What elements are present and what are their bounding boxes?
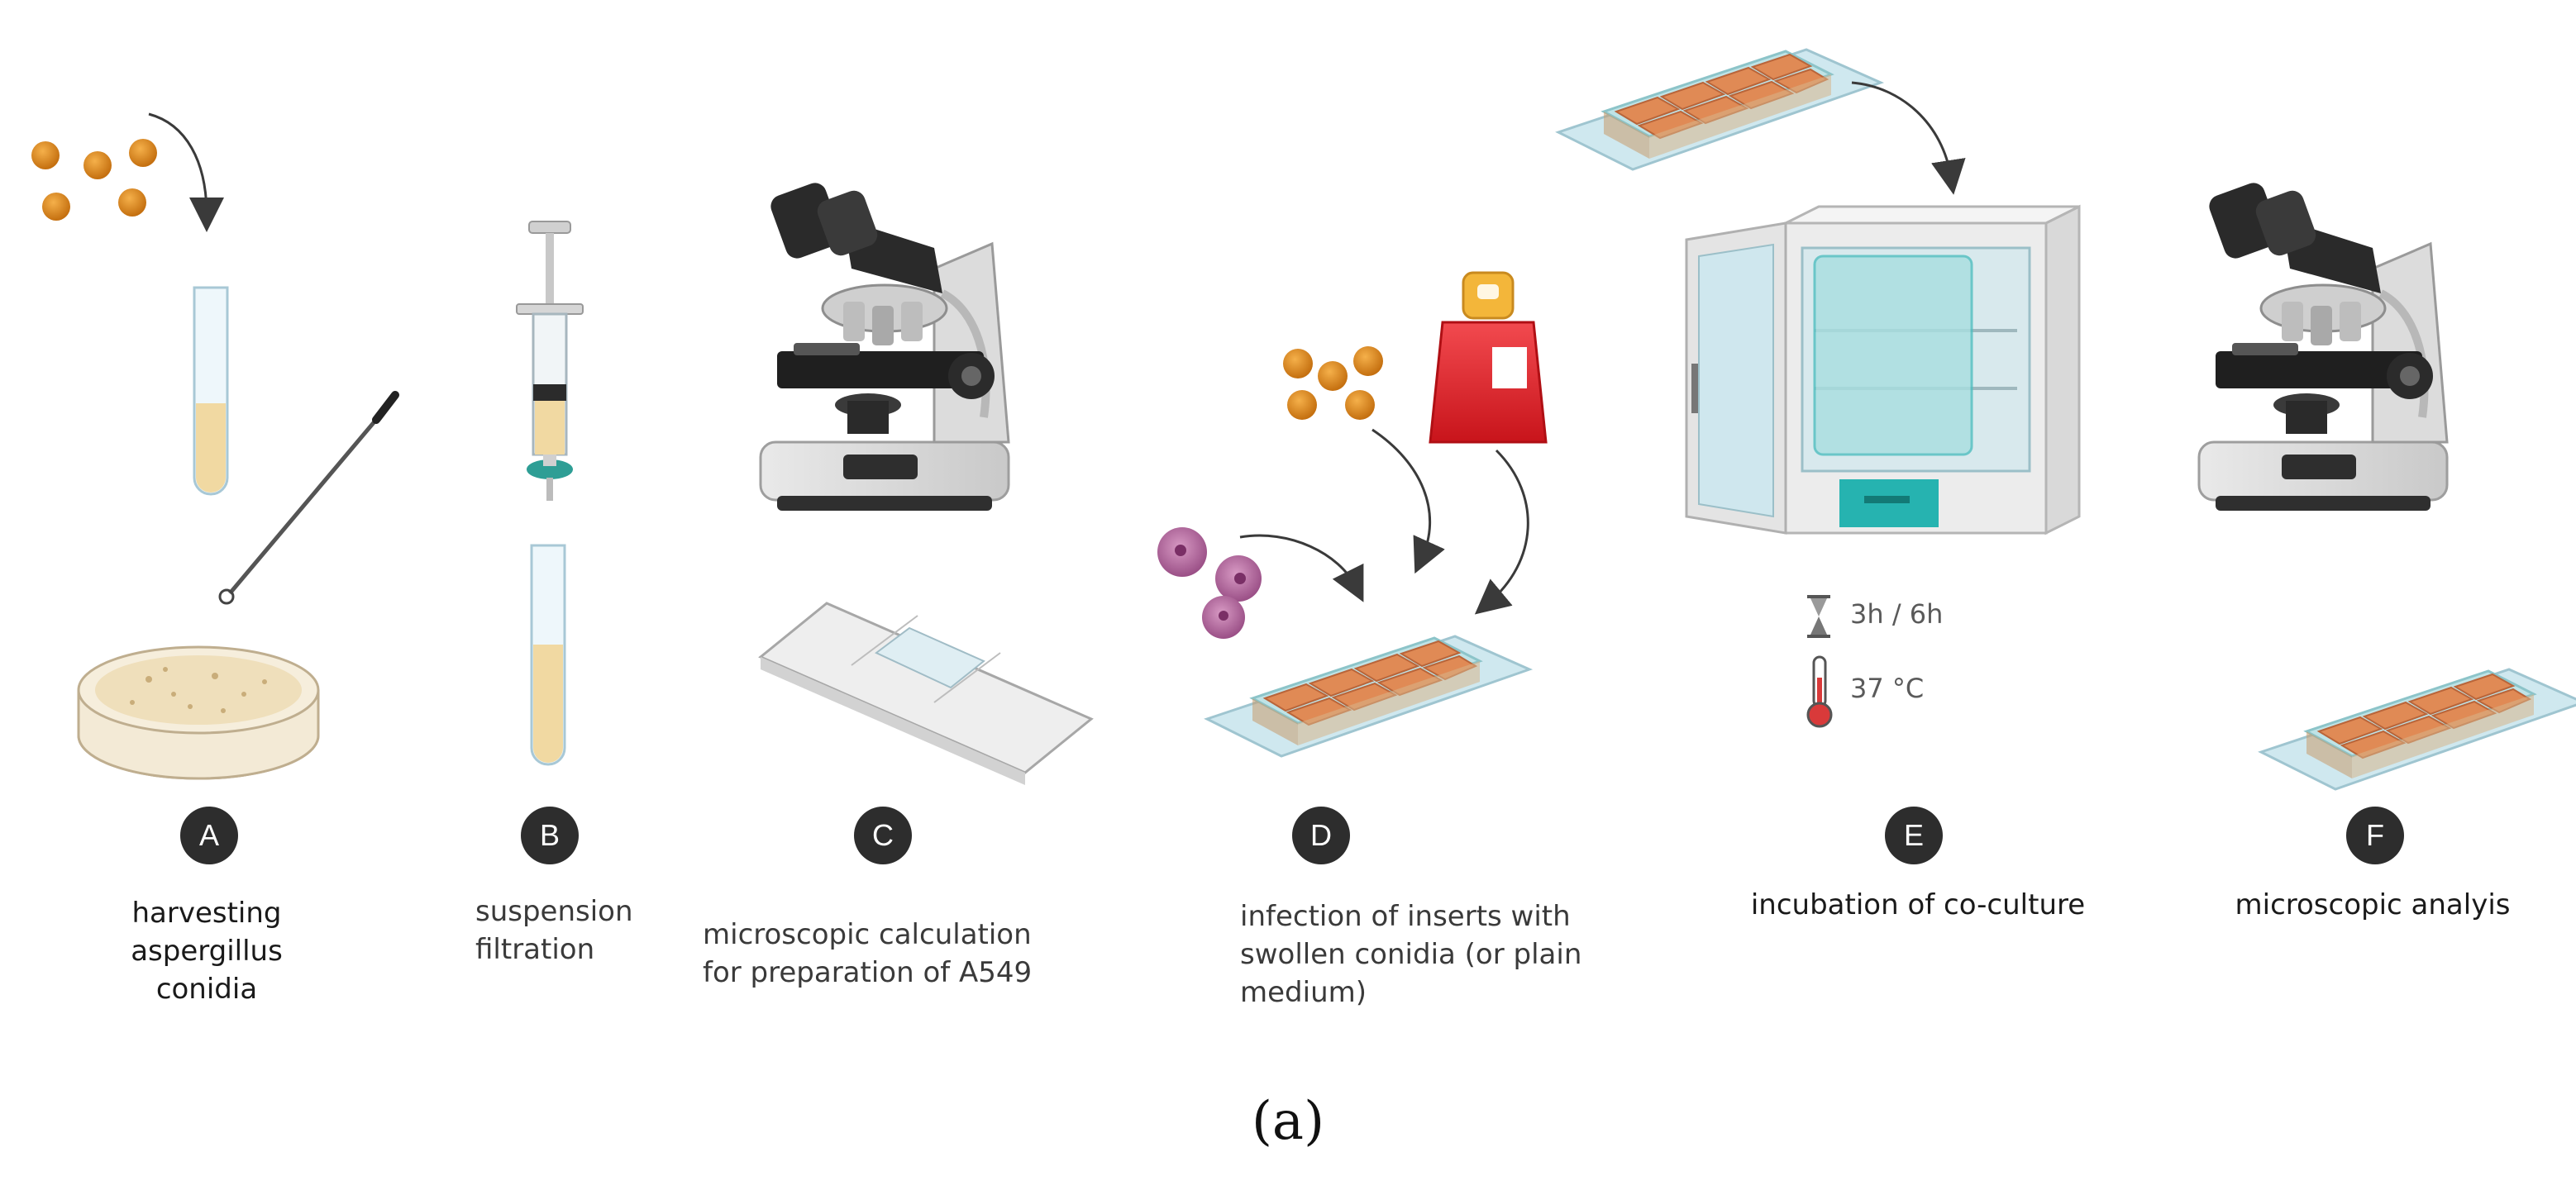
a549-cells-icon [1157,527,1262,639]
step-c-badge: C [854,807,912,864]
caption-line: infection of inserts with [1240,900,1571,933]
caption-line: conidia [155,973,258,1006]
chamber-slide-icon [2259,668,2576,791]
culture-flask-icon [1429,271,1548,444]
step-d-badge: D [1292,807,1350,864]
arrow-d-cells [1239,534,1364,602]
caption-line: incubation of co-culture [1750,888,2086,921]
arrow-e [1851,81,1966,195]
step-a-caption: harvesting aspergillus conidia [91,894,322,1008]
arrow-a [148,112,224,232]
conidia-cluster-d [1283,346,1383,420]
hourglass-icon [1807,595,1830,638]
caption-line: for preparation of A549 [703,956,1033,989]
step-a-badge: A [180,807,238,864]
incubation-time: 3h / 6h [1850,598,1944,630]
incubation-temperature: 37 °C [1850,673,1925,704]
step-c-caption: microscopic calculation for preparation … [703,916,1032,992]
conidia-icon [31,139,157,221]
caption-line: microscopic calculation [703,918,1032,951]
thermometer-icon [1806,655,1833,728]
caption-line: swollen conidia (or plain [1240,938,1582,971]
step-f-caption: microscopic analyis [2199,886,2546,924]
caption-line: filtration [475,933,595,966]
arrow-d-medium [1474,449,1529,615]
caption-line: medium) [1240,976,1367,1009]
caption-line: suspension [475,895,633,928]
step-d-caption: infection of inserts with swollen conidi… [1240,897,1581,1011]
step-b-caption: suspension filtration [475,892,633,969]
conidia-cluster-a [31,139,157,221]
caption-line: aspergillus [131,935,283,968]
inoculation-loop-icon [218,391,399,605]
incubator-icon [1685,204,2081,536]
caption-line: harvesting [131,897,282,930]
petri-dish-icon [77,645,320,780]
test-tube-icon [530,544,566,766]
chamber-slide-icon [1205,635,1531,758]
chamber-slide-icon [1557,48,1882,171]
microscope-icon [761,179,1009,511]
arrow-d-conidia [1371,428,1445,574]
hemocytometer-slide-icon [758,602,1094,785]
step-b-badge: B [521,807,579,864]
step-f-badge: F [2346,807,2404,864]
step-e-caption: incubation of co-culture [1703,886,2133,924]
syringe-filter-icon [516,221,584,501]
test-tube-icon [193,286,229,496]
panel-label: (a) [1251,1091,1325,1152]
step-e-badge: E [1885,807,1943,864]
caption-line: microscopic analyis [2235,888,2511,921]
microscope-icon [2199,179,2447,511]
